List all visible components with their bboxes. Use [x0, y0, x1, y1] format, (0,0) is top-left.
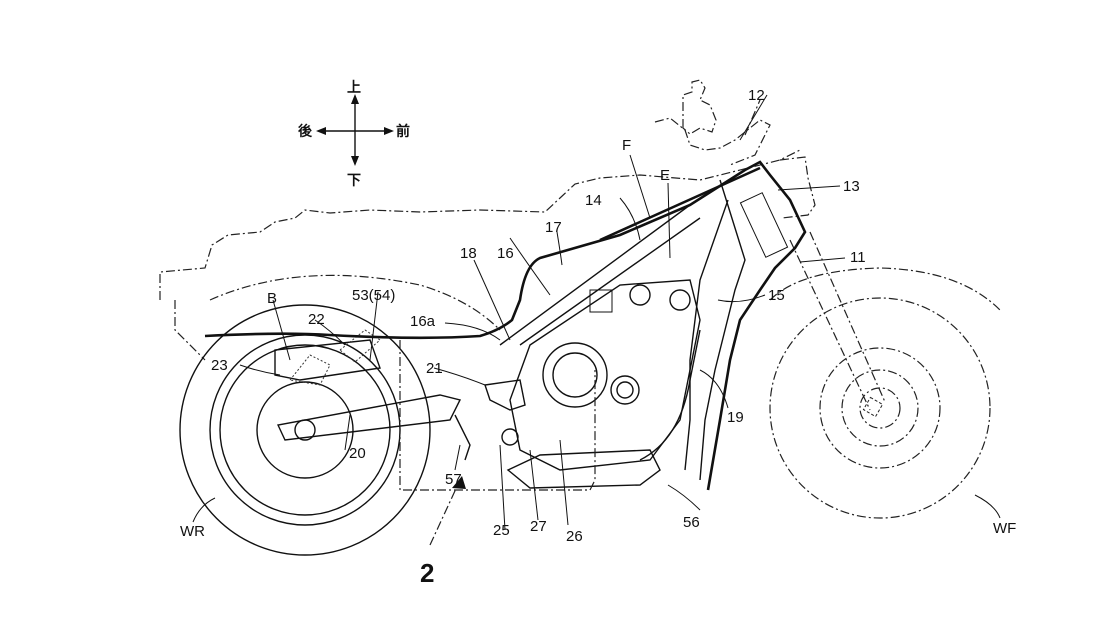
label-27: 27 [530, 518, 547, 535]
pivot-bolt [501, 428, 519, 446]
label-13: 13 [843, 178, 860, 195]
view-arrowhead-icon [452, 476, 466, 489]
up-arrowhead-icon [351, 94, 359, 104]
label-26: 26 [566, 528, 583, 545]
headlight-outline [779, 156, 816, 219]
skid-plate [506, 449, 661, 489]
front-down-tube [699, 179, 746, 481]
direction-up-label: 上 [347, 80, 361, 96]
label-53-54: 53(54) [352, 287, 395, 304]
seat-rail-line [204, 160, 807, 491]
label-15: 15 [768, 287, 785, 304]
detail-region-box [399, 340, 596, 491]
top-tube [599, 166, 761, 242]
label-16: 16 [497, 245, 514, 262]
headstock-bracket [739, 192, 789, 258]
reference-labels: 12 13 11 F E 14 17 16 18 15 16a 19 21 53… [180, 87, 1016, 588]
side-stand [454, 414, 471, 461]
rear-fender-outline [174, 300, 206, 361]
label-WR: WR [180, 523, 205, 540]
view-arrow-line [429, 479, 461, 546]
handlebar-leader [744, 99, 761, 136]
label-F: F [622, 137, 631, 154]
label-22: 22 [308, 311, 325, 328]
down-arrowhead-icon [351, 156, 359, 166]
label-18: 18 [460, 245, 477, 262]
label-12: 12 [748, 87, 765, 104]
mirror-outline [682, 79, 717, 135]
exhaust-pipe [639, 329, 701, 461]
figure-reference-2: 2 [420, 558, 434, 588]
label-20: 20 [349, 445, 366, 462]
shock-linkage [289, 354, 331, 386]
label-E: E [660, 167, 670, 184]
caliper-bracket [274, 339, 381, 381]
label-57: 57 [445, 471, 462, 488]
frame-down-tube [499, 204, 701, 346]
front-axle [862, 396, 884, 418]
label-17: 17 [545, 219, 562, 236]
footpeg-bracket [484, 379, 526, 411]
swingarm [276, 394, 462, 441]
engine [509, 279, 701, 471]
leader-lines [192, 94, 1001, 531]
direction-down-label: 下 [347, 173, 361, 189]
label-21: 21 [426, 360, 443, 377]
rear-fender-arc [209, 274, 501, 331]
label-11: 11 [850, 249, 866, 266]
front-arrowhead-icon [384, 127, 394, 135]
label-56: 56 [683, 514, 700, 531]
inner-down-tube [684, 199, 729, 471]
body-outline [159, 149, 801, 300]
label-WF: WF [993, 520, 1016, 537]
rear-wheel [179, 304, 431, 556]
label-B: B [267, 290, 277, 307]
label-23: 23 [211, 357, 228, 374]
direction-indicator: 上 下 後 前 [298, 80, 410, 189]
label-16a: 16a [410, 313, 436, 330]
handlebar-outline [654, 117, 771, 166]
label-25: 25 [493, 522, 510, 539]
rear-arrowhead-icon [316, 127, 326, 135]
label-19: 19 [727, 409, 744, 426]
front-wheel [769, 267, 1001, 519]
direction-rear-label: 後 [298, 123, 313, 140]
label-14: 14 [585, 192, 602, 209]
direction-front-label: 前 [396, 123, 410, 140]
